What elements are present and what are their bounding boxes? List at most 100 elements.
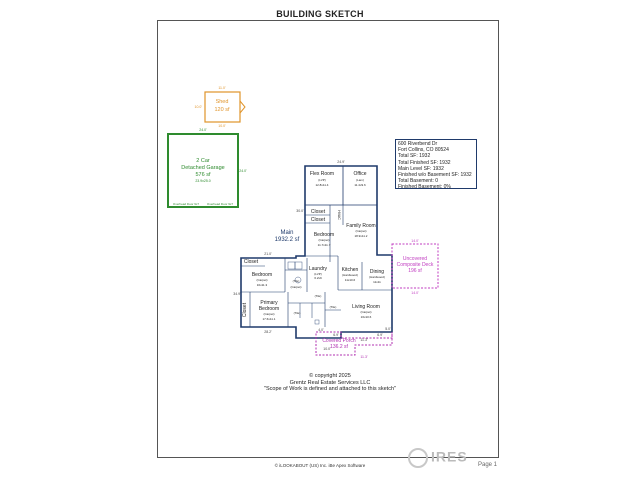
porch-name: Covered Porch	[322, 338, 356, 344]
room-closet1: Closet	[311, 209, 326, 215]
copyright-line-2: "Scope of Work is defined and attached t…	[264, 386, 396, 392]
room-tile4: (Tile)	[315, 294, 322, 298]
dim-5: 5.0'	[385, 327, 391, 331]
room-primary-size: 17.6x11.1	[263, 317, 276, 321]
detached-garage: 2 Car Detached Garage 576 sf 23.9x25.0 2…	[167, 128, 247, 208]
shed-dim-bottom: 10.0'	[218, 124, 226, 128]
room-bedroom2-floor: (Carpet)	[256, 278, 267, 282]
room-tile2: (Carpet)	[290, 285, 301, 289]
dim-10: 10.0'	[323, 347, 331, 351]
dim-11: 11.3'	[360, 338, 368, 342]
dim-porch-b: 6.9'	[377, 333, 383, 337]
garage-size: 23.9x25.0	[195, 179, 210, 183]
room-office-floor: (Lam)	[356, 178, 364, 182]
shed-dim-top: 11.0'	[218, 86, 226, 90]
dim-bottom-left: 28.2'	[264, 330, 272, 334]
room-tile1: (Tile)	[293, 279, 300, 283]
deck-dim-bottom: 14.0'	[411, 291, 419, 295]
room-flex-size: 12.8x11.4	[316, 183, 329, 187]
room-closet2: Closet	[311, 217, 326, 223]
garage-name1: 2 Car	[196, 158, 210, 164]
room-bedroom2-size: 16x11.3	[257, 283, 268, 287]
room-family-floor: (Carpet)	[355, 229, 366, 233]
sketch-title: BUILDING SKETCH	[276, 9, 364, 19]
room-living-name: Living Room	[352, 304, 380, 310]
deck-name1: Uncovered	[403, 256, 427, 262]
main-area: 1932.2 sf	[275, 237, 300, 243]
dim-mid: 21.0'	[264, 252, 272, 256]
room-closet4: Closet	[242, 302, 248, 317]
room-living-floor: (Carpet)	[360, 310, 371, 314]
info-line-5: Finished Basement: 0%	[398, 184, 451, 191]
ires-logo: IRES	[408, 448, 468, 468]
room-office-name: Office	[354, 171, 367, 177]
room-flex-floor: (LVP)	[318, 178, 325, 182]
deck-area: 196 sf	[408, 268, 422, 274]
dim-porch-a: 6.9'	[333, 333, 339, 337]
copyright-line-0: © copyright 2025	[309, 373, 351, 379]
room-bedroom1-size: 11.7x11.7	[318, 243, 331, 247]
room-kitchen-floor: (Hardwood)	[342, 273, 358, 277]
logo-text: IRES	[431, 448, 468, 465]
room-bedroom1-floor: (Carpet)	[318, 238, 329, 242]
garage-dim-right: 24.0'	[239, 169, 247, 173]
composite-deck: Uncovered Composite Deck 196 sf 14.0' 14…	[391, 239, 439, 295]
property-info-box: 600 Riverbend Dr Fort Collins, CO 80524 …	[395, 139, 477, 191]
garage-area: 576 sf	[196, 172, 211, 178]
room-closet3: Closet	[244, 259, 259, 265]
room-kitchen-size: 11x10.6	[345, 278, 356, 282]
footer-credit: © iLOOKABOUT (US) Inc. iBe Apex Software	[274, 463, 366, 468]
logo-badge-icon	[408, 448, 428, 468]
room-living-size: 16x10.6	[361, 315, 372, 319]
garage-name2: Detached Garage	[181, 165, 224, 171]
room-laundry-floor: (LVP)	[314, 272, 321, 276]
garage-door2: Overhead Door 9x7	[207, 202, 234, 206]
copyright-block: © copyright 2025 Grentz Real Estate Serv…	[200, 373, 460, 393]
porch-dim-bottom: 11.3'	[360, 355, 368, 359]
house	[240, 165, 393, 339]
room-primary-floor: (Carpet)	[263, 312, 274, 316]
info-line-2: Main Level SF: 1932	[398, 165, 444, 172]
deck-dim-top: 14.0'	[411, 239, 419, 243]
garage-dim-top: 24.0'	[199, 128, 207, 132]
room-laundry-name: Laundry	[309, 266, 328, 272]
shed-name: Shed	[216, 99, 229, 105]
info-address1: 600 Riverbend Dr	[398, 141, 438, 147]
dim-top: 24.9'	[337, 160, 345, 164]
info-line-0: Total SF: 1932	[398, 153, 431, 160]
room-dining-size: 11x11	[373, 280, 381, 284]
room-laundry-size: 6.2x9	[314, 276, 322, 280]
room-hvac: HVAC	[337, 210, 341, 220]
shed-area: 120 sf	[215, 107, 230, 113]
info-line-4: Total Basement: 0	[398, 178, 439, 185]
copyright-line-1: Grentz Real Estate Services LLC	[289, 379, 371, 386]
shed: Shed 120 sf 11.0' 10.0' 10.0'	[195, 86, 246, 128]
room-flex-name: Flex Room	[310, 171, 334, 177]
room-bedroom2-name: Bedroom	[252, 272, 272, 278]
porch-area: 136.2 sf	[330, 344, 348, 350]
room-dining-name: Dining	[370, 269, 384, 275]
info-line-1: Total Finished SF: 1932	[398, 159, 451, 166]
info-line-3: Finished w/o Basement SF: 1932	[398, 172, 472, 179]
dim-left-upper: 30.0'	[296, 209, 304, 213]
sketch-sheet	[157, 20, 499, 458]
room-primary-name2: Bedroom	[259, 306, 279, 312]
page-number: Page 1	[478, 462, 498, 468]
shed-dim-left: 10.0'	[195, 105, 203, 109]
room-tile5: (Tile)	[330, 305, 337, 309]
room-dining-floor: (Hardwood)	[369, 275, 385, 279]
info-address2: Fort Collins, CO 80524	[398, 147, 449, 154]
room-family-name: Family Room	[346, 223, 375, 229]
room-kitchen-name: Kitchen	[342, 267, 359, 273]
dim-4: 4.0'	[318, 328, 324, 332]
main-label: Main	[280, 230, 293, 236]
room-office-size: 11.4x9.6	[354, 183, 366, 187]
room-tile3: (Tile)	[294, 311, 301, 315]
deck-name2: Composite Deck	[397, 262, 434, 268]
covered-porch: Covered Porch 136.2 sf 11.3'	[315, 331, 393, 359]
garage-door1: Overhead Door 9x7	[173, 202, 200, 206]
room-primary-name: Primary	[260, 300, 278, 306]
room-bedroom1-name: Bedroom	[314, 232, 334, 238]
room-family-size: 18.9x11.2	[355, 234, 368, 238]
